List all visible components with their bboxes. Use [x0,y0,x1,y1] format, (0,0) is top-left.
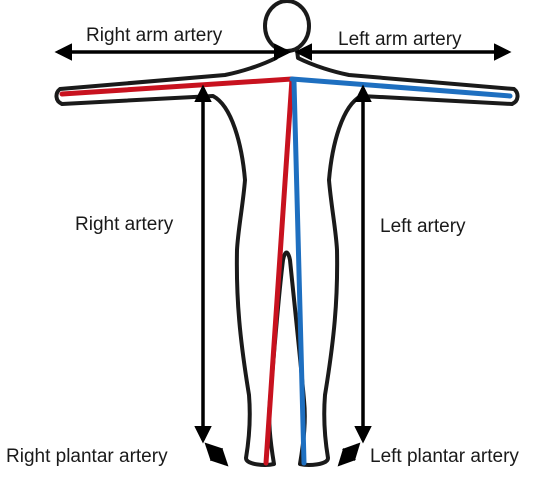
left-plantar-arrow [337,442,361,467]
left-arm-artery-label: Left arm artery [338,29,462,50]
torso-outline [54,48,520,467]
left-plantar-artery-label: Left plantar artery [370,446,519,467]
right-arm-artery-label: Right arm artery [86,25,223,46]
right-arm-segment [59,76,295,97]
measure-arrows [54,43,512,467]
right-artery-path [59,76,295,466]
right-plantar-arrow [204,442,229,467]
left-artery-path [289,76,513,466]
left-artery-label: Left artery [380,216,466,237]
right-leg-segment [263,76,295,466]
head-outline [263,0,311,53]
right-artery-label: Right artery [75,214,174,235]
left-leg-segment [291,79,307,466]
left-arm-segment [289,76,513,99]
right-plantar-artery-label: Right plantar artery [6,446,168,467]
